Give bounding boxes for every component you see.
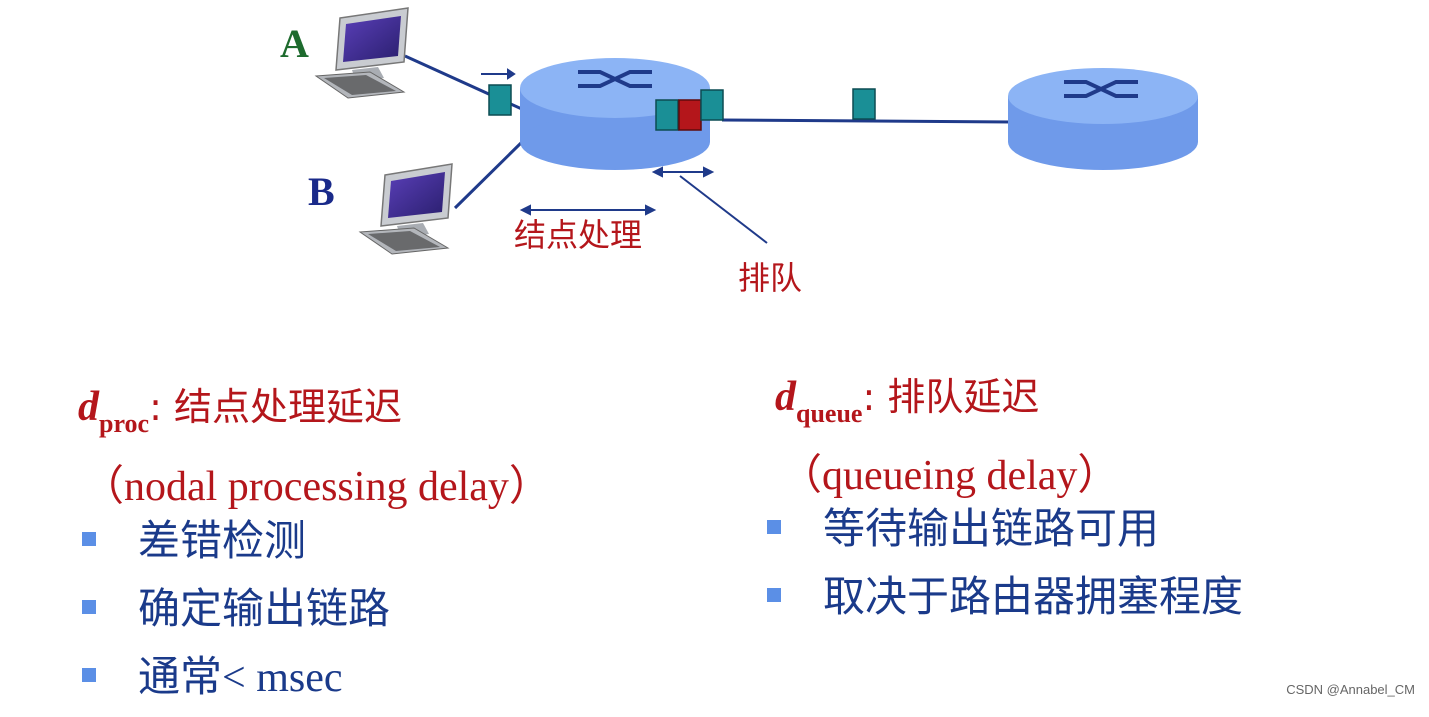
watermark: CSDN @Annabel_CM	[1286, 682, 1415, 697]
queue-subscript: queue	[796, 399, 863, 428]
proc-subscript: proc	[99, 409, 150, 438]
list-item-text: 等待输出链路可用	[823, 504, 1160, 553]
proc-symbol: d	[78, 384, 99, 430]
queue-symbol: d	[775, 374, 796, 420]
queue-english: （queueing delay）	[780, 453, 1120, 499]
bullet-marker	[82, 600, 96, 614]
list-item: 确定输出链路	[80, 581, 390, 649]
nodal-processing-arrow	[519, 204, 657, 216]
queue-heading: dqueue: 排队延迟	[775, 366, 1039, 429]
bullet-marker	[767, 520, 781, 534]
list-item-text: 取决于路由器拥塞程度	[823, 572, 1244, 621]
list-item-text: 差错检测	[138, 516, 307, 565]
proc-bullet-list: 差错检测 确定输出链路 通常< msec	[80, 513, 390, 717]
queueing-arrow	[651, 166, 715, 178]
queueing-label: 排队	[738, 259, 803, 297]
host-a-label: A	[280, 21, 309, 66]
link-router-router	[721, 118, 1013, 124]
arrow-right-icon	[481, 68, 516, 80]
queue-title: : 排队延迟	[862, 375, 1040, 419]
list-item-text: 确定输出链路	[138, 584, 391, 633]
list-item: 差错检测	[80, 513, 390, 581]
bullet-marker	[82, 668, 96, 682]
router-2-icon	[1008, 68, 1198, 170]
proc-title: : 结点处理延迟	[149, 385, 402, 429]
host-a-computer-icon	[314, 7, 409, 99]
network-diagram	[314, 7, 1198, 255]
bullet-marker	[767, 588, 781, 602]
nodal-processing-label: 结点处理	[514, 216, 643, 254]
packet-incoming	[488, 84, 512, 116]
proc-heading: dproc: 结点处理延迟	[78, 376, 402, 439]
packet-on-link	[852, 88, 876, 120]
list-item: 取决于路由器拥塞程度	[765, 569, 1243, 637]
proc-english: （nodal processing delay）	[82, 464, 551, 510]
packet-queued-red	[678, 99, 702, 131]
host-b-label: B	[308, 169, 335, 214]
queue-pointer-line	[679, 175, 768, 244]
packet-transmitting	[700, 89, 724, 121]
list-item: 通常< msec	[80, 649, 390, 717]
packet-queued-1	[655, 99, 679, 131]
link-b-router	[453, 140, 524, 210]
list-item: 等待输出链路可用	[765, 501, 1243, 569]
list-item-text-en: < msec	[222, 655, 343, 701]
list-item-text: 通常	[138, 652, 223, 701]
bullet-marker	[82, 532, 96, 546]
queue-bullet-list: 等待输出链路可用 取决于路由器拥塞程度	[765, 501, 1243, 637]
host-b-computer-icon	[358, 163, 453, 255]
